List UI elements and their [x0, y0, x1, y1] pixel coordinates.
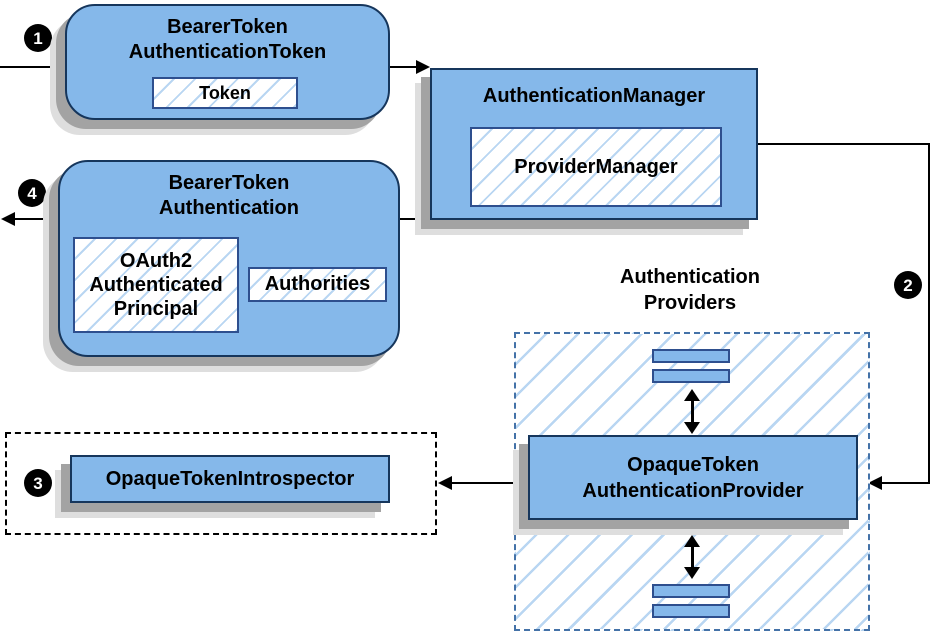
connector-manager-to-provider-top-line: [758, 143, 930, 145]
arrow-up-icon: [684, 389, 700, 401]
chip-principal-line-2: Authenticated: [89, 274, 223, 296]
chip-principal-line-1: OAuth2: [119, 250, 193, 272]
chip-principal-line-3: Principal: [113, 298, 199, 320]
title-line-2: Authentication: [159, 197, 299, 219]
marker-step-3-number: 3: [33, 473, 43, 493]
node-opaque-token-introspector-label: OpaqueTokenIntrospector: [105, 467, 355, 490]
node-bearer-token-authentication-token: BearerToken AuthenticationToken Token: [65, 4, 390, 120]
introspector-group: 3 OpaqueTokenIntrospector: [5, 432, 437, 535]
authentication-providers-group: OpaqueToken AuthenticationProvider: [514, 332, 870, 631]
marker-step-1-number: 1: [33, 28, 43, 48]
connector-authentication-out-line: [13, 218, 58, 220]
chip-oauth2-authenticated-principal: OAuth2 Authenticated Principal: [73, 237, 239, 333]
title-line-1: BearerToken: [168, 172, 290, 194]
connector-incoming-request-line: [0, 66, 65, 68]
chip-token-label: Token: [199, 82, 251, 103]
marker-step-2-number: 2: [903, 275, 913, 295]
node-bearer-token-authentication-token-title: BearerToken AuthenticationToken: [67, 6, 388, 65]
title-line-2: AuthenticationProvider: [582, 479, 804, 502]
arrow-shaft: [690, 401, 694, 422]
connector-manager-to-authentication-line: [400, 218, 430, 220]
connector-token-to-manager-line: [390, 66, 418, 68]
marker-step-4: 4: [18, 179, 46, 207]
title-line-1: BearerToken: [167, 16, 288, 38]
marker-step-1: 1: [24, 24, 52, 52]
node-bearer-token-authentication: BearerToken Authentication OAuth2 Authen…: [58, 160, 400, 357]
chip-provider-manager-label: ProviderManager: [514, 155, 678, 178]
arrow-shaft: [690, 547, 694, 567]
provider-placeholder-bar: [652, 369, 730, 383]
marker-step-3: 3: [24, 469, 52, 497]
arrow-down-icon: [684, 567, 700, 579]
chip-provider-manager: ProviderManager: [470, 127, 722, 207]
providers-title-line-2: Providers: [643, 292, 737, 314]
title-line-1: OpaqueToken: [627, 453, 759, 476]
authentication-providers-title: Authentication Providers: [565, 264, 815, 316]
title-line-2: AuthenticationToken: [128, 41, 327, 63]
marker-step-2: 2: [894, 271, 922, 299]
node-authentication-manager-title: AuthenticationManager: [432, 70, 756, 109]
connector-manager-to-provider-bottom-line: [881, 482, 930, 484]
node-opaque-token-authentication-provider: OpaqueToken AuthenticationProvider: [528, 435, 858, 520]
connector-token-to-manager-arrowhead-icon: [416, 60, 430, 74]
marker-step-4-number: 4: [27, 183, 37, 203]
chip-token: Token: [152, 77, 298, 109]
connector-manager-to-provider-arrowhead-icon: [868, 476, 882, 490]
node-opaque-token-introspector: OpaqueTokenIntrospector: [70, 455, 390, 503]
connector-provider-to-introspector-line: [451, 482, 528, 484]
arrow-down-icon: [684, 422, 700, 434]
provider-placeholder-bar: [652, 584, 730, 598]
node-authentication-manager: AuthenticationManager ProviderManager: [430, 68, 758, 220]
connector-authentication-out-arrowhead-icon: [1, 212, 15, 226]
provider-placeholder-bar: [652, 349, 730, 363]
chip-authorities-label: Authorities: [264, 273, 371, 295]
node-authentication-manager-label: AuthenticationManager: [482, 85, 706, 107]
providers-title-line-1: Authentication: [620, 266, 760, 288]
provider-placeholder-bar: [652, 604, 730, 618]
chip-authorities: Authorities: [248, 267, 387, 302]
connector-manager-to-provider-vertical-line: [928, 143, 930, 484]
double-arrow-icon: [684, 389, 700, 434]
arrow-up-icon: [684, 535, 700, 547]
double-arrow-icon: [684, 535, 700, 579]
connector-provider-to-introspector-arrowhead-icon: [438, 476, 452, 490]
node-bearer-token-authentication-title: BearerToken Authentication: [60, 162, 398, 221]
